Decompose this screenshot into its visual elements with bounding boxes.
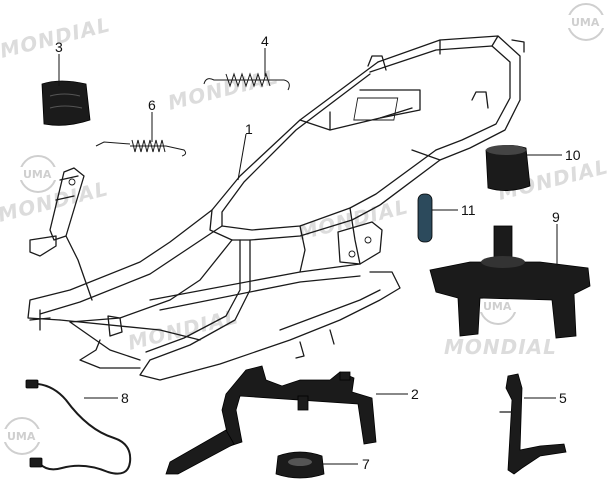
part-5-side-stand (499, 373, 567, 475)
callout-4: 4 (261, 33, 269, 49)
front-steering-bracket (29, 167, 93, 301)
callout-6: 6 (148, 97, 156, 113)
uma-logo-topright: UMA (566, 3, 606, 41)
uma-logo-center: UMA (478, 287, 518, 325)
watermark-mondial-lowright: MONDIAL (444, 335, 557, 359)
part-8-cable (25, 379, 132, 475)
callout-8: 8 (121, 390, 129, 406)
part-11-sleeve (417, 193, 433, 243)
part-6-sidestand-spring (95, 139, 187, 157)
part-7-rubber-buffer (275, 451, 325, 479)
part-4-stand-spring (203, 72, 290, 91)
part-10-rubber-bush (485, 145, 531, 191)
callout-7: 7 (362, 456, 370, 472)
leader-lines (58, 48, 562, 465)
uma-logo-left: UMA (18, 155, 58, 193)
watermark-mondial-center: MONDIAL (165, 64, 280, 115)
uma-logo-text: UMA (571, 16, 600, 29)
callout-5: 5 (559, 390, 567, 406)
part-9-engine-hanger (429, 225, 591, 339)
uma-logo-text: UMA (23, 168, 52, 181)
watermark-mondial-left: MONDIAL (0, 176, 111, 227)
part-3-rubber-pad (41, 80, 91, 126)
uma-logo-text: UMA (483, 300, 512, 313)
callout-labels: 1 2 3 4 5 6 7 8 9 10 11 (55, 33, 581, 472)
uma-logo-bottomleft: UMA (2, 417, 42, 455)
callout-1: 1 (245, 121, 253, 137)
callout-9: 9 (552, 209, 560, 225)
callout-3: 3 (55, 39, 63, 55)
callout-11: 11 (461, 202, 476, 218)
callout-10: 10 (565, 147, 581, 163)
uma-logo-text: UMA (7, 430, 36, 443)
part-2-main-stand (165, 365, 377, 475)
leader-1 (237, 133, 247, 181)
part-1-main-frame (27, 35, 525, 381)
watermark-mondial-topleft: MONDIAL (0, 12, 113, 63)
callout-2: 2 (411, 386, 419, 402)
